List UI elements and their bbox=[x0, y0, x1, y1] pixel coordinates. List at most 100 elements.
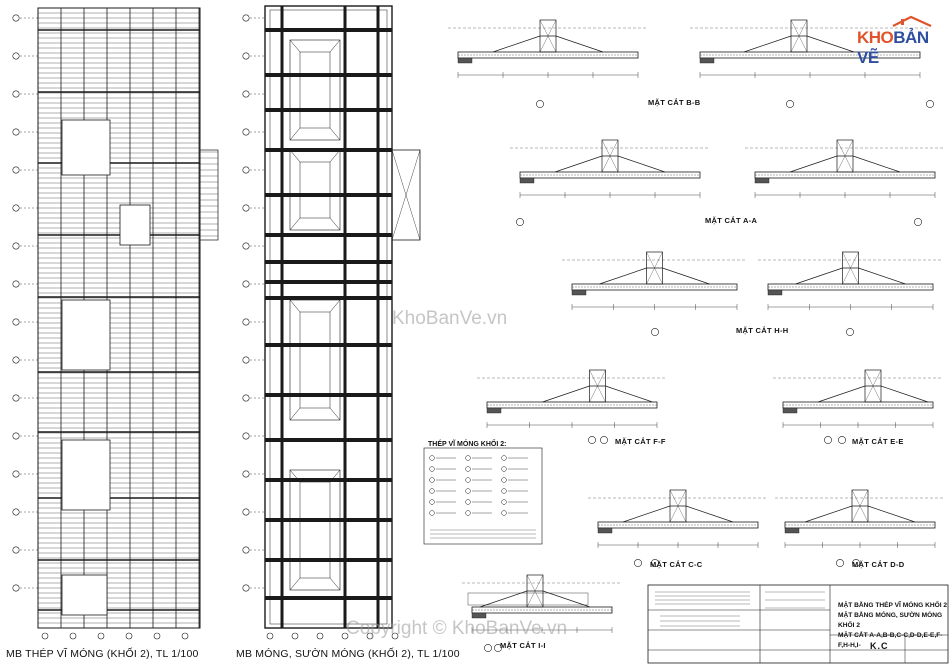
section-column bbox=[539, 19, 557, 53]
section-hatch bbox=[754, 177, 770, 184]
axis-bubble bbox=[242, 318, 250, 326]
footing-profile bbox=[479, 590, 591, 608]
column-cross bbox=[790, 19, 808, 53]
section-hatch bbox=[519, 177, 535, 184]
rib-beam bbox=[265, 260, 392, 264]
section-drawings bbox=[448, 19, 945, 652]
section-view bbox=[588, 489, 768, 548]
plan-extension bbox=[391, 149, 421, 241]
axis-bubble bbox=[125, 632, 133, 640]
pad-region bbox=[61, 119, 111, 176]
footing-pad bbox=[289, 149, 341, 231]
legend-symbol bbox=[501, 488, 507, 494]
section-hatch bbox=[457, 57, 473, 64]
axis-bubble bbox=[242, 52, 250, 60]
legend-symbol bbox=[429, 510, 435, 516]
section-hatch bbox=[767, 289, 783, 296]
logo-text-kho: KHO bbox=[857, 28, 894, 47]
axis-bubble bbox=[242, 242, 250, 250]
rib-beam bbox=[265, 73, 392, 77]
legend-symbol bbox=[429, 466, 435, 472]
pad-slope bbox=[289, 407, 301, 421]
plan-left-caption: MB THÉP VĨ MÓNG (KHỐI 2), TL 1/100 bbox=[6, 648, 199, 660]
pad-slope bbox=[289, 149, 301, 163]
column-cross bbox=[669, 489, 687, 523]
rib-beam bbox=[280, 6, 284, 628]
axis-bubble bbox=[836, 559, 844, 567]
section-view bbox=[745, 139, 945, 198]
axis-bubble bbox=[242, 546, 250, 554]
drawing-code: K.C bbox=[870, 641, 889, 651]
axis-bubble bbox=[12, 52, 20, 60]
column-cross bbox=[601, 139, 619, 173]
section-caption-ee: MẶT CẮT E-E bbox=[852, 437, 904, 446]
axis-bubble bbox=[600, 436, 608, 444]
footing-profile bbox=[804, 505, 916, 523]
pad-slope bbox=[329, 149, 341, 163]
axis-bubble bbox=[391, 632, 399, 640]
axis-bubble bbox=[242, 204, 250, 212]
legend-symbol bbox=[465, 488, 471, 494]
axis-bubble bbox=[242, 356, 250, 364]
axis-bubble bbox=[341, 632, 349, 640]
rib-beam bbox=[265, 280, 392, 284]
footing-top bbox=[299, 311, 331, 409]
axis-bubble bbox=[824, 436, 832, 444]
legend-symbol bbox=[429, 455, 435, 461]
column-cross bbox=[851, 489, 869, 523]
section-column bbox=[836, 139, 854, 173]
rib-beam bbox=[265, 558, 392, 562]
legend-symbol bbox=[429, 477, 435, 483]
legend-symbol bbox=[465, 499, 471, 505]
axis-bubble bbox=[12, 280, 20, 288]
axis-bubble bbox=[588, 436, 596, 444]
axis-bubble bbox=[316, 632, 324, 640]
rib-beam bbox=[265, 518, 392, 522]
axis-bubble bbox=[41, 632, 49, 640]
section-caption-ii: MẶT CẮT I-I bbox=[500, 641, 546, 650]
pad-slope bbox=[329, 577, 341, 591]
rib-beam bbox=[376, 6, 380, 628]
axis-bubble bbox=[651, 559, 659, 567]
axis-bubble bbox=[12, 394, 20, 402]
axis-bubble bbox=[914, 218, 922, 226]
footing-pad bbox=[289, 299, 341, 421]
legend-symbol bbox=[501, 455, 507, 461]
sheet-title-2: MẶT BẰNG MÓNG, SƯỜN MÓNG KHỐI 2 bbox=[838, 612, 943, 629]
axis-bubble bbox=[97, 632, 105, 640]
footing-pad bbox=[289, 469, 341, 591]
axis-bubble bbox=[12, 584, 20, 592]
plan-outline bbox=[264, 5, 393, 629]
section-caption-cc: MẶT CẮT C-C bbox=[650, 560, 703, 569]
axis-bubble bbox=[12, 318, 20, 326]
legend-symbol bbox=[465, 477, 471, 483]
footing-profile bbox=[795, 267, 906, 285]
axis-bubble bbox=[494, 644, 502, 652]
legend-symbol bbox=[465, 466, 471, 472]
plan-foundation-ribs bbox=[242, 5, 421, 640]
section-column bbox=[526, 574, 544, 608]
pad-slope bbox=[329, 469, 341, 483]
axis-bubble bbox=[12, 90, 20, 98]
axis-bubble bbox=[12, 470, 20, 478]
column-cross bbox=[836, 139, 854, 173]
pad-slope bbox=[329, 39, 341, 53]
pad-slope bbox=[289, 469, 301, 483]
rib-beam bbox=[343, 6, 347, 628]
watermark-bottom: Copyright © KhoBanVe.vn bbox=[346, 618, 568, 639]
sheet-title-1: MẶT BẰNG THÉP VĨ MÓNG KHỐI 2 bbox=[838, 602, 948, 609]
legend-symbol bbox=[429, 499, 435, 505]
pad-region bbox=[61, 439, 111, 511]
legend-symbol bbox=[501, 510, 507, 516]
column-cross bbox=[842, 251, 859, 285]
column-cross bbox=[646, 251, 663, 285]
legend-symbol bbox=[429, 488, 435, 494]
legend-symbol bbox=[501, 477, 507, 483]
pad-slope bbox=[289, 39, 301, 53]
footing-top bbox=[299, 51, 331, 129]
section-column bbox=[790, 19, 808, 53]
axis-bubble bbox=[634, 559, 642, 567]
section-column bbox=[842, 251, 859, 285]
section-hatch bbox=[699, 57, 715, 64]
column-cross bbox=[864, 369, 882, 403]
